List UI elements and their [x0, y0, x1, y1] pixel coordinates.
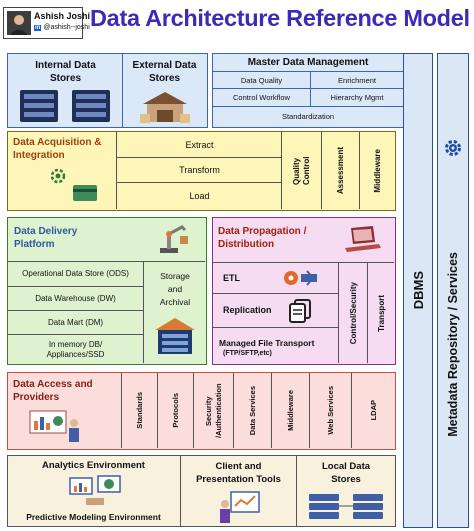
etl-gears-icon	[284, 270, 317, 286]
propagation-column: Control/Security	[339, 262, 368, 363]
master-data-management: Master Data Management Data Quality Enri…	[212, 53, 405, 128]
acquisition-column: Assessment	[321, 132, 359, 209]
data-acquisition-integration: Data Acquisition & Integration Extract T…	[7, 131, 396, 211]
replication-label: Replication	[223, 305, 272, 315]
mdm-title: Master Data Management	[213, 54, 403, 72]
mdm-cell: Enrichment	[311, 72, 403, 89]
predictive-label: Predictive Modeling Environment	[26, 512, 161, 522]
delivery-item: Data Mart (DM)	[8, 311, 143, 335]
data-center-icon	[155, 318, 195, 354]
access-column: Standards	[121, 373, 157, 448]
access-column: Data Services	[233, 373, 271, 448]
robot-arm-icon	[160, 225, 188, 253]
page-title: Data Architecture Reference Model	[90, 5, 470, 31]
mdm-footer: Standardization	[281, 112, 335, 121]
presentation-icon	[220, 491, 260, 523]
client-presentation-tools: Client and Presentation Tools	[181, 455, 297, 527]
delivery-item: Data Warehouse (DW)	[8, 287, 143, 311]
access-column: Middleware	[271, 373, 309, 448]
acquisition-step: Load	[189, 191, 210, 201]
data-access-providers: Data Access and Providers Standards Prot…	[7, 372, 396, 450]
dbms-bar: DBMS	[403, 53, 433, 528]
delivery-item: Operational Data Store (ODS)	[8, 262, 143, 287]
author-badge: Ashish Joshi in @ashish--joshi	[3, 7, 90, 39]
acquisition-column: Quality Control	[281, 132, 321, 209]
gear-icon	[50, 168, 66, 184]
analytics-screens-icon	[69, 475, 121, 505]
warehouse-icon	[140, 92, 190, 123]
internal-data-stores: Internal Data Stores	[7, 53, 125, 128]
local-data-stores: Local Data Stores	[297, 455, 396, 527]
acquisition-column: Middleware	[359, 132, 394, 209]
propagation-column: Transport	[368, 262, 394, 363]
author-name: Ashish Joshi	[34, 11, 91, 21]
acquisition-title: Data Acquisition & Integration	[13, 137, 102, 161]
propagation-title: Data Propagation / Distribution	[218, 226, 307, 250]
access-column: Security /Authentication	[193, 373, 233, 448]
dbms-label: DBMS	[410, 271, 426, 310]
access-column: Protocols	[157, 373, 193, 448]
access-title: Data Access and Providers	[13, 379, 93, 403]
client-label: Client and Presentation Tools	[196, 461, 281, 485]
author-handle: @ashish--joshi	[43, 24, 90, 31]
linkedin-icon: in	[34, 24, 42, 31]
access-column: Web Services	[309, 373, 351, 448]
external-data-stores-label: External Data Stores	[132, 60, 197, 84]
dashboard-person-icon	[29, 410, 79, 442]
mft-sub-label: (FTP/SFTP,etc)	[223, 350, 272, 357]
mdm-cell: Hierarchy Mgmt	[311, 89, 403, 107]
delivery-title: Data Delivery Platform	[14, 226, 78, 250]
delivery-item: In memory DB/ Appliances/SSD	[46, 339, 105, 359]
copy-icon	[289, 299, 311, 323]
database-servers-icon	[309, 494, 383, 519]
storage-label: Storage and Archival	[159, 271, 191, 307]
data-propagation-distribution: Data Propagation / Distribution ETL Repl…	[212, 217, 396, 365]
laptop-icon	[345, 226, 381, 252]
acquisition-step: Transform	[117, 158, 282, 183]
metadata-repository-bar: Metadata Repository / Services	[437, 53, 469, 528]
mft-label: Managed File Transport	[219, 338, 315, 348]
acquisition-step: Extract	[117, 132, 282, 158]
analytics-label: Analytics Environment	[42, 460, 145, 471]
gear-icon	[445, 140, 461, 156]
data-delivery-platform: Data Delivery Platform Operational Data …	[7, 217, 207, 365]
internal-data-stores-label: Internal Data Stores	[35, 60, 96, 84]
access-column: LDAP	[351, 373, 394, 448]
mdm-cell: Control Workflow	[213, 89, 311, 107]
avatar	[7, 11, 31, 35]
mdm-cell: Data Quality	[213, 72, 311, 89]
external-data-stores: External Data Stores	[122, 53, 208, 128]
etl-label: ETL	[223, 273, 240, 283]
server-rack-icon	[20, 90, 110, 122]
local-label: Local Data Stores	[321, 461, 371, 485]
metadata-label: Metadata Repository / Services	[445, 251, 460, 437]
analytics-environment: Analytics Environment Predictive Modelin…	[7, 455, 181, 527]
card-icon	[73, 185, 97, 201]
